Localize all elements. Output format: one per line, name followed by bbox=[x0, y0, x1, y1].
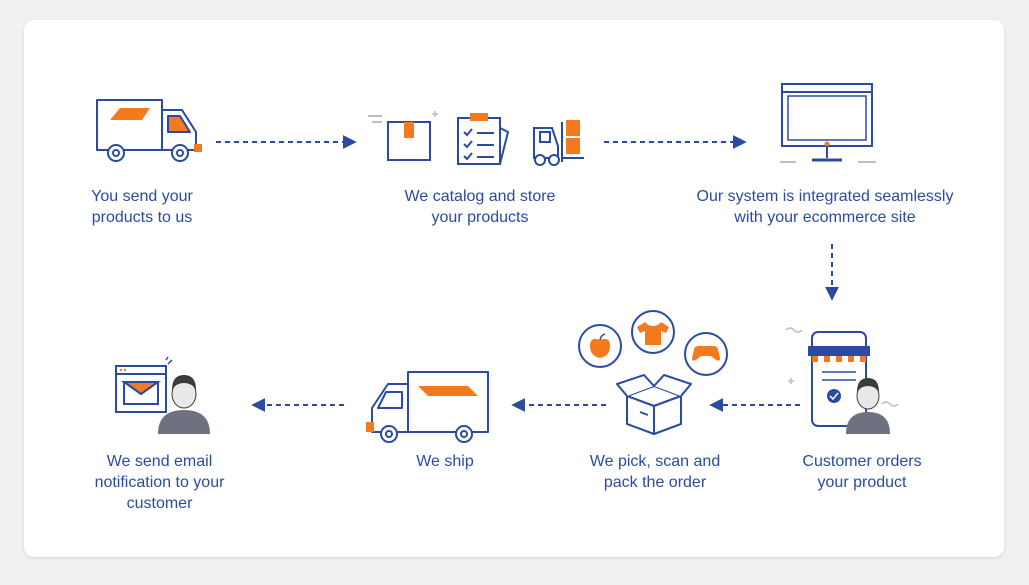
step-notify-label: We send email notification to your custo… bbox=[94, 453, 225, 512]
smartphone-store-icon bbox=[785, 327, 899, 427]
forklift-icon bbox=[533, 120, 584, 166]
customer-avatar-icon bbox=[846, 378, 890, 434]
tshirt-icon bbox=[631, 310, 675, 354]
step-pick-label: We pick, scan and pack the order bbox=[589, 453, 721, 491]
truck-icon bbox=[96, 99, 202, 162]
step-ship-label: We ship bbox=[416, 453, 474, 470]
monitor-icon bbox=[780, 83, 876, 163]
clipboard-icon bbox=[457, 113, 510, 165]
delivery-truck-icon bbox=[366, 371, 489, 443]
box-icon bbox=[368, 111, 438, 161]
step-integrate-label: Our system is integrated seamlessly with… bbox=[696, 188, 954, 226]
email-window-icon bbox=[115, 356, 173, 413]
gamepad-icon bbox=[684, 332, 728, 376]
step-order-label: Customer orders your product bbox=[802, 453, 922, 491]
step-send-label: You send your products to us bbox=[91, 188, 193, 226]
person-avatar-icon bbox=[158, 375, 210, 434]
apple-icon bbox=[578, 324, 622, 368]
step-catalog-label: We catalog and store your products bbox=[404, 188, 556, 226]
open-box-icon bbox=[616, 374, 692, 435]
